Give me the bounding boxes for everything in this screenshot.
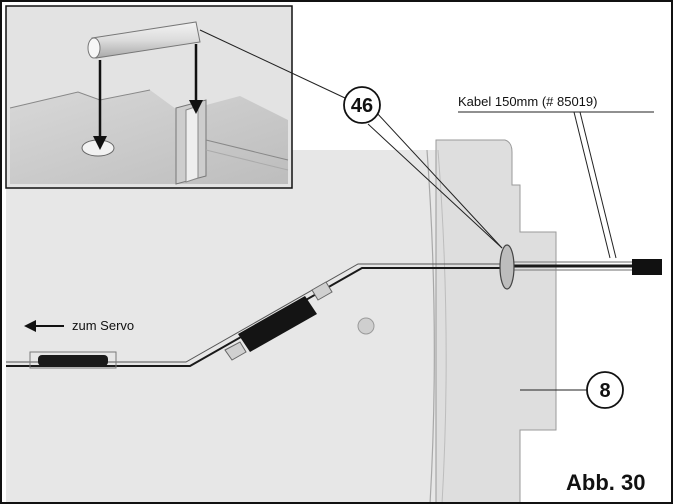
- callout-46: 46: [343, 86, 381, 124]
- cable-route: [6, 244, 662, 369]
- servo-connector: [238, 296, 317, 352]
- callout-8: 8: [586, 371, 624, 409]
- main-part: [6, 139, 557, 504]
- figure-label: Abb. 30: [566, 470, 645, 495]
- cable-sleeve: [38, 355, 108, 366]
- to-servo-label: zum Servo: [72, 318, 134, 333]
- cable-label: Kabel 150mm (# 85019): [458, 94, 597, 109]
- cable-grommet: [499, 244, 515, 290]
- leader-lines: [199, 29, 654, 391]
- cable-connector: [632, 259, 662, 275]
- detail-inset: [5, 5, 293, 189]
- callout-46-number: 46: [351, 95, 373, 117]
- callout-8-number: 8: [599, 380, 610, 402]
